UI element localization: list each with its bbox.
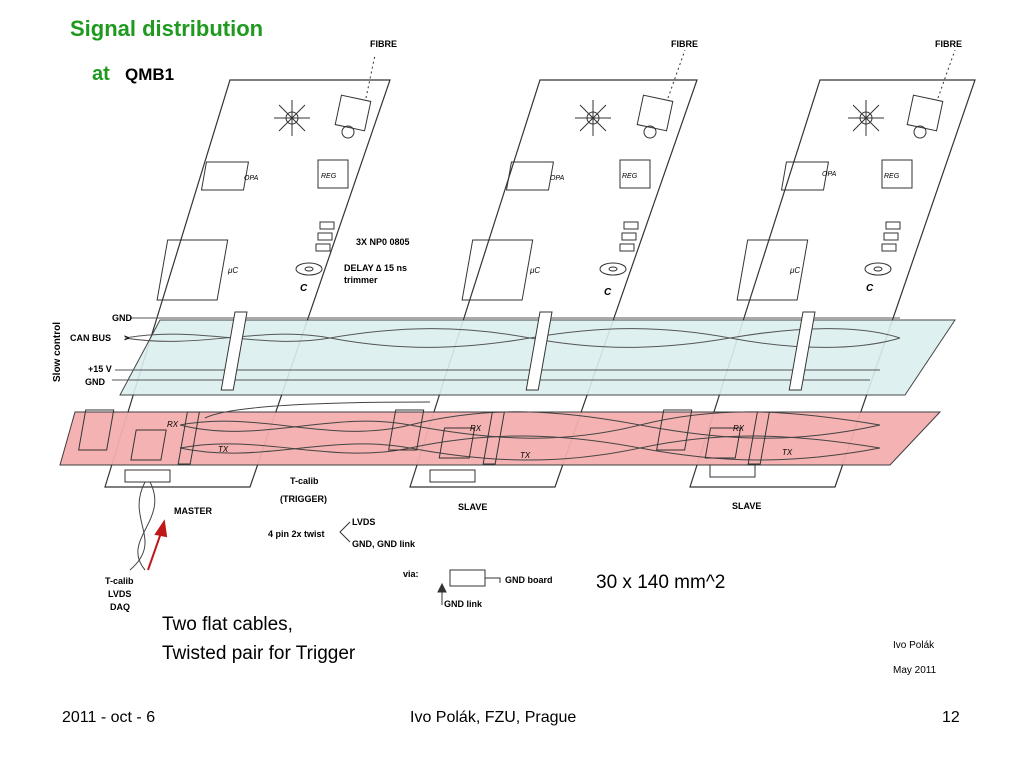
twist-label: 4 pin 2x twist xyxy=(268,529,325,539)
trigger-label: (TRIGGER) xyxy=(280,494,327,504)
lvds-brace xyxy=(339,521,351,543)
rx-label-3: RX xyxy=(733,424,745,433)
opa-label-2: OPA xyxy=(550,175,565,182)
slave-label-2: SLAVE xyxy=(732,501,761,511)
fibre-connector-icon xyxy=(906,49,956,139)
c-label-1: C xyxy=(300,283,308,294)
uc-label-2: μC xyxy=(529,266,540,275)
tx-label-3: TX xyxy=(782,448,793,457)
slave-label-1: SLAVE xyxy=(458,502,487,512)
slow-control-wires xyxy=(112,317,901,381)
board-components-slave-1 xyxy=(461,49,686,301)
trigger-boxes xyxy=(78,409,770,465)
footer-date: 2011 - oct - 6 xyxy=(62,709,156,726)
fibre-label-2: FIBRE xyxy=(671,39,698,49)
trigger-wires xyxy=(179,401,881,461)
canbus-label: CAN BUS xyxy=(70,333,111,343)
note-line-1: Two flat cables, xyxy=(162,614,293,635)
date-credit: May 2011 xyxy=(893,665,937,676)
footer-page-number: 12 xyxy=(942,709,960,726)
opa-label-1: OPA xyxy=(244,175,259,182)
slide-title: Signal distribution xyxy=(70,16,264,41)
trimmer-label: trimmer xyxy=(344,275,378,285)
subtitle-prefix: at xyxy=(92,63,110,85)
subtitle-name: QMB1 xyxy=(125,65,175,84)
uc-label-1: μC xyxy=(227,266,238,275)
gnd-top-label: GND xyxy=(112,313,133,323)
board-components-slave-2 xyxy=(736,49,956,301)
slow-connectors xyxy=(220,311,816,391)
delay-label: DELAY ∆ 15 ns xyxy=(344,263,407,273)
tx-label-1: TX xyxy=(218,445,229,454)
dimension-label: 30 x 140 mm^2 xyxy=(596,572,726,593)
reg-label-1: REG xyxy=(321,173,337,180)
cable-label-daq: DAQ xyxy=(110,602,130,612)
gnd-link-label: GND link xyxy=(444,599,483,609)
master-label: MASTER xyxy=(174,506,213,516)
opa-label-3: OPA xyxy=(822,171,837,178)
via-label: via: xyxy=(403,569,419,579)
fibre-label-3: FIBRE xyxy=(935,39,962,49)
lvds-label: LVDS xyxy=(352,517,375,527)
canbus-arrow-icon: > xyxy=(124,333,129,343)
author-credit: Ivo Polák xyxy=(893,640,935,651)
fibre-connector-icon xyxy=(636,49,686,139)
reg-label-3: REG xyxy=(884,173,900,180)
fibre-label-1: FIBRE xyxy=(370,39,397,49)
tcalib-label: T-calib xyxy=(290,476,319,486)
footer-author: Ivo Polák, FZU, Prague xyxy=(410,709,577,726)
twisted-cable xyxy=(129,481,156,571)
cable-label-tcalib: T-calib xyxy=(105,576,134,586)
red-arrow-icon xyxy=(147,519,168,571)
board-components-master xyxy=(156,54,376,301)
c-label-2: C xyxy=(604,287,612,298)
rx-label-2: RX xyxy=(470,424,482,433)
fibre-connector-icon xyxy=(334,54,376,139)
np0-label: 3X NP0 0805 xyxy=(356,237,410,247)
cable-label-lvds: LVDS xyxy=(108,589,131,599)
slow-control-label: Slow control xyxy=(52,322,63,382)
plus15-label: +15 V xyxy=(88,364,112,374)
star-connector-icon xyxy=(848,100,884,136)
c-label-3: C xyxy=(866,283,874,294)
star-connector-icon xyxy=(274,100,310,136)
gnd-board-label: GND board xyxy=(505,575,553,585)
reg-label-2: REG xyxy=(622,173,638,180)
gnd-bottom-label: GND xyxy=(85,377,106,387)
bottom-connectors xyxy=(124,464,756,483)
via-symbol xyxy=(437,569,501,605)
gnd-link-pair-label: GND, GND link xyxy=(352,539,416,549)
uc-label-3: μC xyxy=(789,266,800,275)
rx-label-1: RX xyxy=(167,420,179,429)
note-line-2: Twisted pair for Trigger xyxy=(162,643,356,664)
star-connector-icon xyxy=(575,100,611,136)
tx-label-2: TX xyxy=(520,451,531,460)
